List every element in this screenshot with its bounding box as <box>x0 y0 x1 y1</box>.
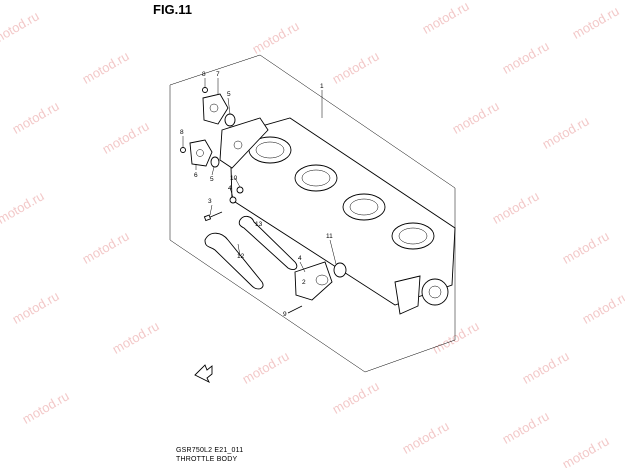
screw-part-8-lower <box>180 147 186 153</box>
screw-part-8-upper <box>202 87 208 93</box>
mount-bracket <box>219 117 269 169</box>
callout-5-lower: 5 <box>210 176 214 183</box>
assembly-frame <box>169 54 456 373</box>
fitting-part-4 <box>229 196 237 204</box>
model-code: GSR750L2 E21_011 <box>176 447 244 454</box>
throttle-bore-4 <box>391 222 435 250</box>
throttle-bores <box>248 136 435 250</box>
washer-part-10 <box>236 186 244 194</box>
callout-3: 3 <box>208 198 212 205</box>
callout-13: 13 <box>255 221 263 228</box>
callout-11: 11 <box>326 233 333 240</box>
figure-title: FIG.11 <box>153 2 193 17</box>
throttle-bore-3 <box>342 193 386 221</box>
callout-2: 2 <box>302 279 306 286</box>
throttle-bore-2 <box>294 164 338 192</box>
callout-12: 12 <box>237 253 245 260</box>
linkage-arm <box>394 275 421 315</box>
callout-7: 7 <box>216 71 220 78</box>
callout-4-upper: 4 <box>228 185 232 192</box>
front-arrow-icon <box>194 364 213 384</box>
sensor-part-6 <box>189 139 213 167</box>
figure-caption: THROTTLE BODY <box>176 456 238 463</box>
throttle-pulley <box>421 278 449 306</box>
callout-1: 1 <box>320 83 324 90</box>
sensor-part-7 <box>202 93 229 125</box>
callout-8-upper: 8 <box>202 71 206 78</box>
bolt-part-3 <box>207 211 223 219</box>
o-ring-part-5-upper <box>224 113 236 127</box>
callout-4-lower: 4 <box>298 255 302 262</box>
actuator-part-2 <box>294 261 333 301</box>
hose-part-13 <box>238 215 298 271</box>
o-ring-part-5-lower <box>210 156 220 168</box>
callout-8-lower: 8 <box>180 129 184 136</box>
callout-9: 9 <box>283 311 287 318</box>
o-ring-part-11 <box>333 262 347 278</box>
hose-part-12 <box>204 232 264 290</box>
callout-5-upper: 5 <box>227 91 231 98</box>
callout-10: 10 <box>230 175 238 182</box>
screw-part-9 <box>287 305 303 314</box>
callout-6: 6 <box>194 172 198 179</box>
